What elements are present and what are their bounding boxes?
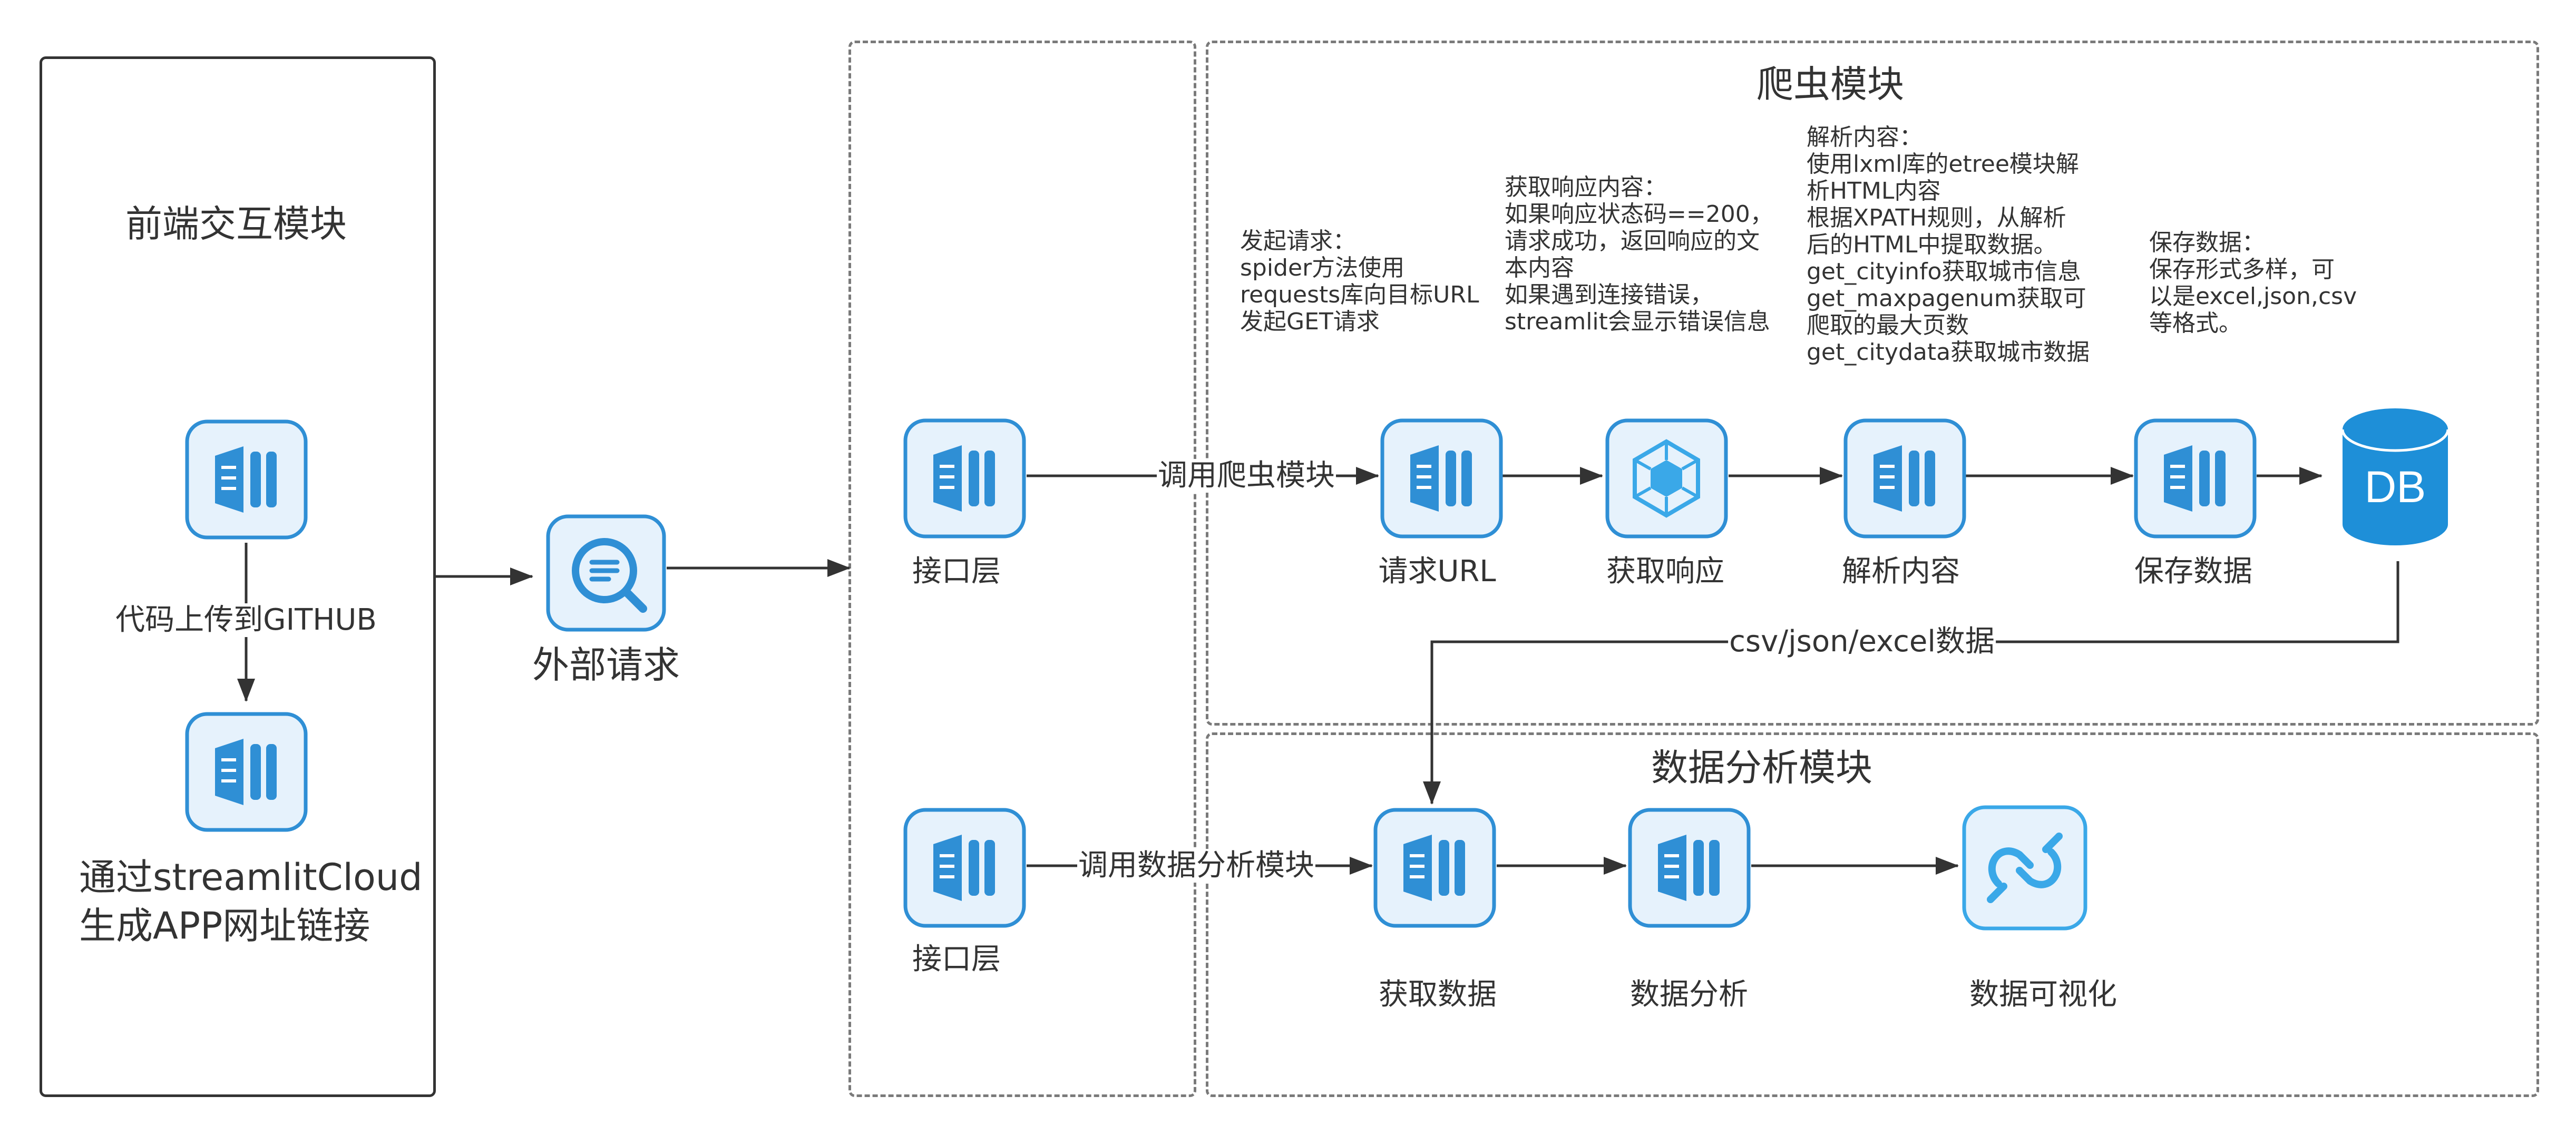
module-icon <box>1628 808 1751 928</box>
module-icon <box>2134 418 2257 539</box>
arrow-db-to-getdata <box>1423 561 2399 805</box>
request-note: 发起请求： spider方法使用 requests库向目标URL 发起GET请求 <box>1240 228 1479 336</box>
data-flow-label: csv/json/excel数据 <box>1728 624 1996 659</box>
db-label: DB <box>2364 462 2426 512</box>
module-icon <box>185 419 308 540</box>
analysis-module-box <box>1206 732 2539 1097</box>
call-crawler-label: 调用爬虫模块 <box>1157 458 1336 493</box>
analysis-title: 数据分析模块 <box>1651 746 1872 789</box>
parse-note: 解析内容： 使用lxml库的etree模块解 析HTML内容 根据XPATH规则… <box>1807 124 2090 366</box>
module-icon <box>903 418 1026 539</box>
module-icon <box>1380 418 1503 539</box>
crawler-title: 爬虫模块 <box>1757 63 1904 106</box>
save-data-label: 保存数据 <box>2134 554 2252 589</box>
module-icon <box>1373 808 1496 928</box>
api-layer-label: 接口层 <box>912 554 1001 589</box>
link-icon <box>1962 805 2087 931</box>
database-icon: DB <box>2340 406 2451 548</box>
get-response-label: 获取响应 <box>1606 554 1724 589</box>
parse-content-label: 解析内容 <box>1842 554 1960 589</box>
crawler-module-box <box>1206 41 2539 726</box>
cube-network-icon <box>1605 418 1728 539</box>
save-note: 保存数据： 保存形式多样，可 以是excel,json,csv 等格式。 <box>2149 229 2357 337</box>
external-request-label: 外部请求 <box>532 643 680 687</box>
call-analysis-label: 调用数据分析模块 <box>1077 848 1315 883</box>
visualize-label: 数据可视化 <box>1969 977 2117 1012</box>
analyze-label: 数据分析 <box>1630 977 1748 1012</box>
frontend-caption-line2: 生成APP网址链接 <box>79 904 370 947</box>
request-url-label: 请求URL <box>1378 554 1496 589</box>
api-layer-label-2: 接口层 <box>912 942 1001 976</box>
frontend-caption-line1: 通过streamlitCloud <box>79 856 423 899</box>
module-icon <box>185 712 308 832</box>
module-icon <box>903 808 1026 928</box>
upload-edge-label: 代码上传到GITHUB <box>114 603 378 637</box>
get-data-label: 获取数据 <box>1379 977 1497 1012</box>
frontend-title: 前端交互模块 <box>125 202 347 246</box>
search-chat-icon <box>546 514 666 632</box>
response-note: 获取响应内容： 如果响应状态码==200， 请求成功，返回响应的文 本内容 如果… <box>1505 174 1773 336</box>
module-icon <box>1843 418 1966 539</box>
frontend-module-box <box>40 56 436 1097</box>
